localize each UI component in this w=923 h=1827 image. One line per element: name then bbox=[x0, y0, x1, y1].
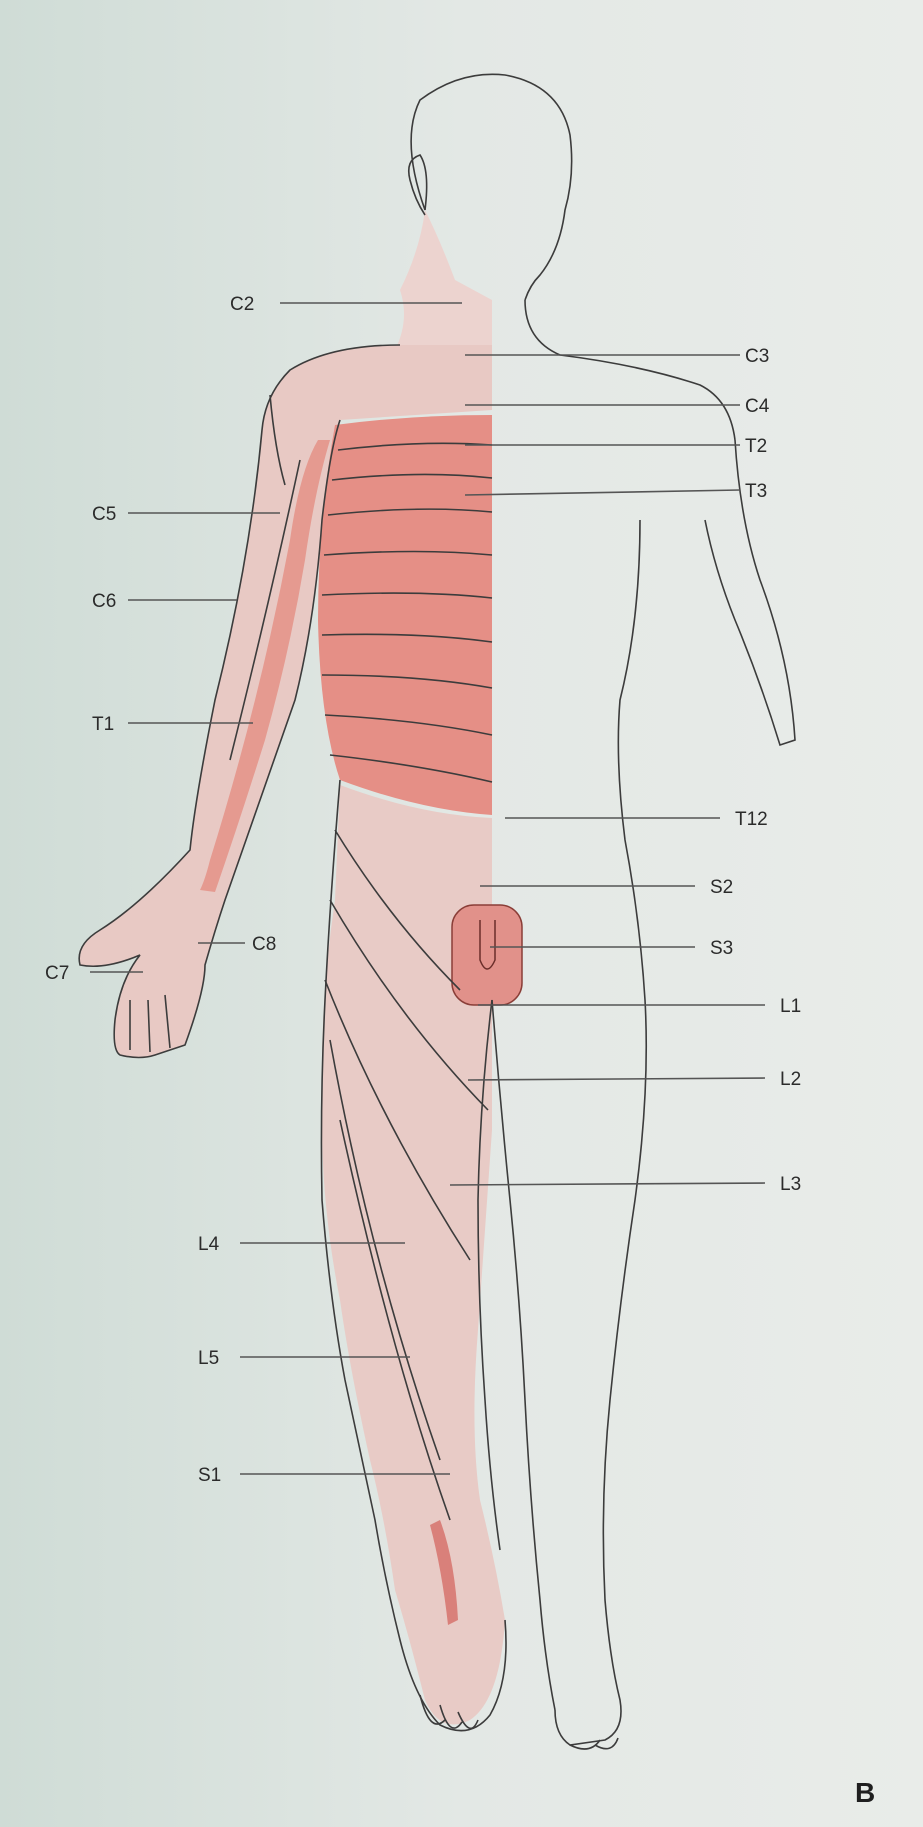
label-C3: C3 bbox=[745, 346, 769, 367]
label-C5: C5 bbox=[92, 504, 116, 525]
label-S2: S2 bbox=[710, 877, 733, 898]
label-T1: T1 bbox=[92, 714, 114, 735]
label-L3: L3 bbox=[780, 1174, 801, 1195]
label-T3: T3 bbox=[745, 481, 767, 502]
label-C8: C8 bbox=[252, 934, 276, 955]
label-L4: L4 bbox=[198, 1234, 220, 1255]
label-L2: L2 bbox=[780, 1069, 801, 1090]
label-L1: L1 bbox=[780, 996, 801, 1017]
label-C7: C7 bbox=[45, 963, 69, 984]
sacral-patch bbox=[452, 905, 522, 1005]
label-C2: C2 bbox=[230, 294, 254, 315]
label-T2: T2 bbox=[745, 436, 767, 457]
label-S1: S1 bbox=[198, 1465, 221, 1486]
panel-letter: B bbox=[855, 1777, 875, 1808]
label-C4: C4 bbox=[745, 396, 770, 417]
label-T12: T12 bbox=[735, 809, 768, 830]
label-L5: L5 bbox=[198, 1348, 219, 1369]
label-C6: C6 bbox=[92, 591, 116, 612]
label-S3: S3 bbox=[710, 938, 733, 959]
